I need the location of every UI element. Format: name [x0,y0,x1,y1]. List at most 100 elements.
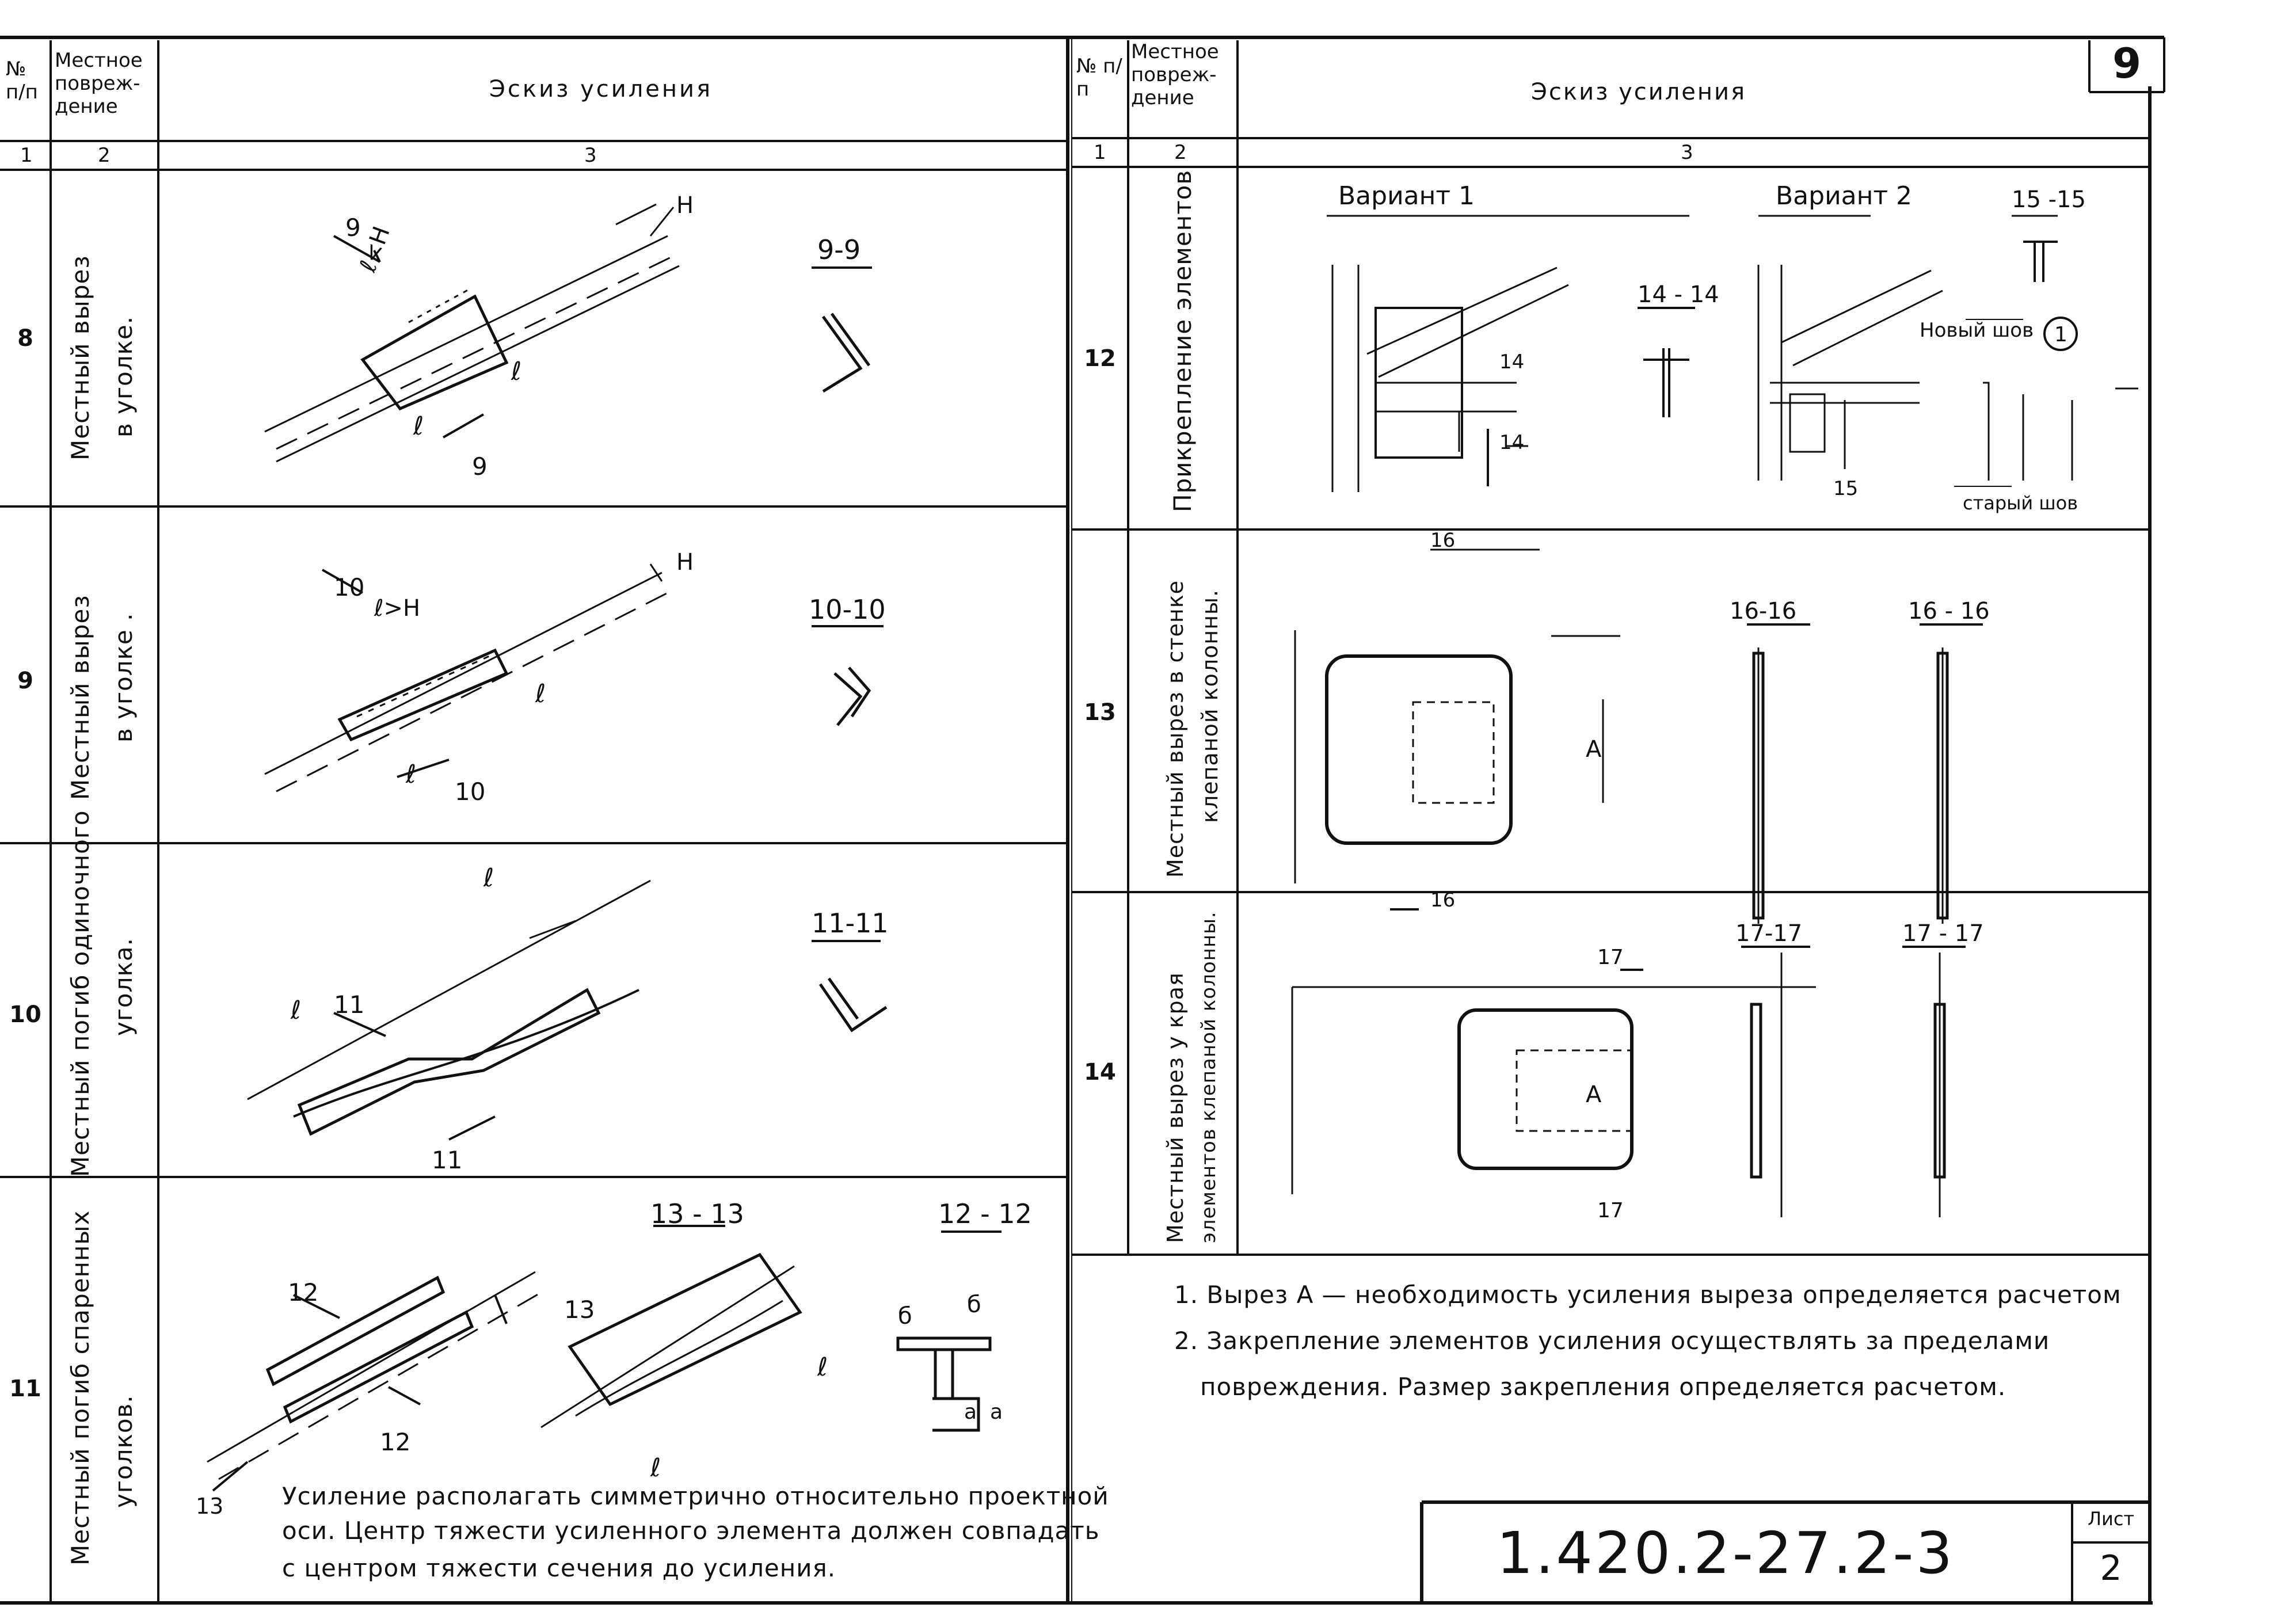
a-label: a [990,1400,1003,1424]
a-label: A [1586,1081,1602,1108]
damage-text: в уголке. [109,315,138,437]
l-label: ℓ [483,863,494,893]
left-note-line: с центром тяжести сечения до усиления. [282,1554,836,1582]
col-sketch-header: Эскиз усиления [1531,79,1747,105]
col-index-1: 1 [20,144,33,167]
left-sketches: 9-9 10-10 11-11 13 - 13 12 - 12 ℓ<H ℓ>H … [196,192,1032,1519]
col-index-2: 2 [98,144,111,167]
variant-label: Вариант 1 [1338,181,1475,211]
damage-text: в уголке . [109,612,138,742]
a-label: a [964,1400,977,1424]
section-label: 13 - 13 [650,1198,744,1229]
cut-label: 15 [1833,477,1858,500]
a-label: A [1586,736,1602,763]
cut-label: 16 [1430,889,1455,912]
col-num-header: № п/п [1076,55,1122,101]
section-label: 9-9 [817,234,860,265]
callout-number: 1 [2054,323,2067,346]
row-number: 8 [17,325,33,352]
damage-text: клепаной колонны. [1197,589,1223,823]
section-label: 10-10 [809,594,886,625]
damage-text: Местный погиб спаренных [66,1210,94,1565]
section-label: 17-17 [1735,920,1802,947]
cut-label: 12 [380,1428,410,1456]
section-label: 14 - 14 [1638,281,1719,308]
row-number: 9 [17,668,33,694]
right-sketches: Вариант 1 Вариант 2 14 - 14 15 -15 14 14… [1291,181,2138,1222]
row-number: 13 [1084,699,1116,726]
row-number: 14 [1084,1059,1116,1085]
l-label: ℓ [290,996,301,1025]
cut-label: 16 [1430,529,1455,552]
row-number: 10 [9,1001,41,1028]
cut-label: 14 [1499,351,1524,374]
sketch-row-8 [264,203,680,463]
cut-label: 14 [1499,431,1524,454]
sketch-row-11 [207,1225,1002,1492]
row-number: 12 [1084,345,1116,372]
damage-text: Местный вырез в стенке [1163,580,1188,878]
cut-label: 9 [345,214,361,242]
damage-text: элементов клепаной колонны. [1197,911,1220,1243]
col-damage-header: Местное повреж-дение [1131,40,1219,109]
new-weld-label: Новый шов [1920,319,2034,342]
left-note-line: оси. Центр тяжести усиленного элемента д… [282,1517,1100,1545]
sketch-row-12-variant-1 [1327,215,1689,492]
col-sketch-header: Эскиз усиления [489,76,713,102]
cut-label: 10 [455,778,485,806]
col-index-2: 2 [1174,141,1187,164]
right-note-line: 2. Закрепление элементов усиления осущес… [1174,1327,2050,1355]
left-note-line: Усиление располагать симметрично относит… [282,1482,1109,1510]
cut-label: 10 [334,573,364,601]
damage-text: Местный погиб одиночного [66,810,94,1177]
cut-label: 17 [1597,946,1624,969]
cut-label: 17 [1597,1199,1624,1222]
right-note-line: 1. Вырез А — необходимость усиления выре… [1174,1281,2122,1309]
dim-label: ℓ>H [374,595,420,622]
section-label: 11-11 [812,908,889,939]
cut-label: 11 [334,991,364,1019]
cut-label: 9 [472,452,488,481]
cut-label: 12 [288,1278,318,1306]
damage-text: Местный вырез [66,255,94,460]
h-label: H [676,549,694,576]
l-label: ℓ [817,1353,828,1382]
l-label: ℓ [511,357,521,386]
sketch-row-13 [1294,548,1983,924]
row-number: 11 [9,1376,41,1402]
damage-text: Местный вырез у края [1163,972,1188,1243]
old-weld-label: старый шов [1963,492,2078,514]
variant-label: Вариант 2 [1776,181,1912,211]
b-label: б [967,1292,981,1318]
l-label: ℓ [535,679,546,708]
section-label: 16 - 16 [1908,598,1990,624]
b-label: б [898,1303,912,1330]
col-num-header: № п/п [6,58,38,104]
cut-label: 13 [196,1494,223,1519]
damage-text: уголка. [109,938,138,1036]
right-note-line: повреждения. Размер закрепления определя… [1200,1373,2006,1401]
col-index-1: 1 [1094,141,1106,164]
sketch-row-12-variant-2 [1757,215,1943,481]
col-damage-header: Местное повреж-дение [55,49,143,118]
damage-text: уголков. [109,1395,138,1508]
sheet-number: 2 [2100,1548,2122,1588]
l-label: ℓ [650,1453,661,1483]
l-label: ℓ [405,760,416,789]
col-index-3: 3 [584,144,597,167]
section-label: 15 -15 [2012,186,2086,213]
cut-label: 11 [432,1146,462,1174]
sketch-row-10 [247,879,651,1141]
section-label: 12 - 12 [938,1198,1032,1229]
sketch-row-9 [264,563,674,793]
sheet-badge: 9 [2112,39,2142,87]
section-label: 16-16 [1730,598,1796,624]
h-label: H [676,192,694,219]
sheet-label: Лист [2087,1508,2135,1530]
cut-label: 13 [564,1296,595,1324]
damage-text: Прикрепление элементов [1168,169,1197,512]
damage-text: Местный вырез [66,595,94,800]
document-code: 1.420.2-27.2-3 [1497,1519,1955,1587]
col-index-3: 3 [1681,141,1693,164]
